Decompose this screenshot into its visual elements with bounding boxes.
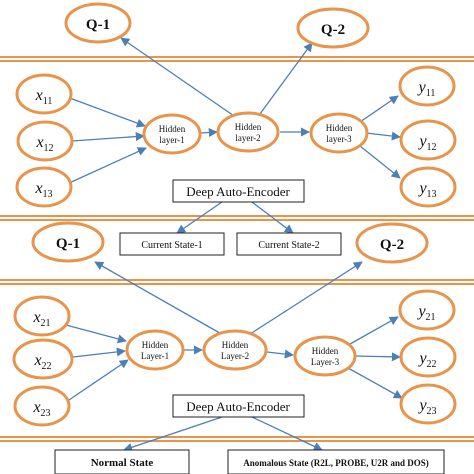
arrow-x23-h1 <box>65 359 129 403</box>
q2-node <box>296 7 370 49</box>
hidden-layer-1-line1: Hidden <box>159 124 186 134</box>
hidden-layer-3-node <box>309 112 369 154</box>
normal-state-box <box>54 449 190 474</box>
encoder-label-1: Deep Auto-Encoder <box>186 184 290 199</box>
q2-label: Q-2 <box>321 22 345 38</box>
arrow-x12-h1 <box>71 132 145 142</box>
output-node-y11 <box>398 65 456 107</box>
arrow-h3-y13 <box>359 145 401 179</box>
output-label-y12: y12 <box>417 133 436 153</box>
output-label-y22: y22 <box>417 350 436 370</box>
output-node-y22 <box>399 336 457 378</box>
input-node-x23 <box>13 385 71 427</box>
input-node-x12 <box>16 120 74 162</box>
arrow-x22-h1 <box>72 347 126 358</box>
encoder-box-2 <box>172 394 305 418</box>
arrow-h2-q1-s2 <box>94 261 226 337</box>
hidden-layer-2-line1: Hidden <box>235 122 262 132</box>
arrow-h2-h3-s2 <box>266 349 294 359</box>
input-label-x22: x22 <box>33 352 51 372</box>
output-node-y23 <box>399 383 457 425</box>
arrow-x11-h1 <box>66 96 146 128</box>
input-node-x22 <box>12 338 74 380</box>
input-node-x13 <box>15 166 73 208</box>
hidden-layer-1-line2: layer-1 <box>159 135 184 145</box>
hidden-layer-3-line1-s2: Hidden <box>312 346 339 356</box>
current-state-2-box <box>236 232 342 256</box>
hidden-layer-3-line1: Hidden <box>326 123 353 133</box>
anomalous-state-label: Anomalous State (R2L, PROBE, U2R and DOS… <box>243 458 429 468</box>
input-label-x23: x23 <box>32 399 50 419</box>
arrow-enc-normal <box>123 416 223 452</box>
output-label-y23: y23 <box>417 397 436 417</box>
output-label-y21: y21 <box>416 303 435 323</box>
q1-node <box>64 2 132 44</box>
arrow-h3-y11 <box>359 95 399 123</box>
arrow-x13-h1 <box>66 147 147 185</box>
input-label-x12: x12 <box>35 134 53 154</box>
arrow-enc-anomalous <box>251 416 323 451</box>
arrow-h3-y12 <box>365 131 401 141</box>
input-label-x13: x13 <box>34 180 52 200</box>
current-state-1-label: Current State-1 <box>141 240 202 251</box>
arrow-x21-h1 <box>65 324 127 344</box>
normal-state-label: Normal State <box>91 457 154 469</box>
current-state-1-box <box>119 232 225 256</box>
output-node-y21 <box>398 289 456 331</box>
hidden-layer-3-line2-s2: Layer-3 <box>311 357 340 367</box>
q1-label-s2: Q-1 <box>56 236 80 252</box>
input-label-x11: x11 <box>35 87 53 107</box>
input-node-x21 <box>13 295 71 337</box>
section-2: Q-1 Q-2 x21 x22 x23 Hidden Layer-1 Hidde… <box>12 221 457 474</box>
arrow-h2-q2 <box>256 42 313 119</box>
arrow-enc-state1 <box>176 201 223 234</box>
output-node-y13 <box>399 166 457 208</box>
current-state-2-label: Current State-2 <box>258 240 319 251</box>
q2-label-s2: Q-2 <box>380 237 404 253</box>
hidden-layer-2-node-s2 <box>202 329 268 371</box>
output-label-y13: y13 <box>417 180 436 200</box>
output-node-y12 <box>399 119 457 161</box>
encoder-box-1 <box>172 179 305 203</box>
hidden-layer-2-line2-s2: Layer-2 <box>221 351 249 361</box>
encoder-label-2: Deep Auto-Encoder <box>186 399 290 414</box>
output-label-y11: y11 <box>417 79 436 99</box>
input-node-x11 <box>15 73 73 115</box>
hidden-layer-2-line1-s2: Hidden <box>222 340 249 350</box>
hidden-layer-1-node <box>142 113 202 155</box>
hidden-layer-3-node-s2 <box>293 335 357 377</box>
anomalous-state-box <box>227 449 445 474</box>
arrow-h2-q2-s2 <box>246 261 363 337</box>
section-1: Q-1 Q-2 x11 x12 x13 Hidden layer-1 Hidde… <box>15 2 457 256</box>
arrow-h3-y23 <box>347 367 403 399</box>
arrow-enc-state2 <box>251 201 294 234</box>
arrow-h3-y22 <box>354 352 401 362</box>
hidden-layer-2-node <box>216 111 280 153</box>
input-label-x21: x21 <box>32 309 50 329</box>
arrow-h2-q1 <box>120 37 238 119</box>
hidden-layer-1-node-s2 <box>125 329 185 371</box>
arrow-h1-h2 <box>199 127 218 138</box>
hidden-layer-3-line2: layer-3 <box>326 134 352 144</box>
arrow-h3-y21 <box>349 316 399 345</box>
hidden-layer-2-line2: layer-2 <box>235 133 260 143</box>
q1-label: Q-1 <box>86 17 110 33</box>
hidden-layer-1-line1-s2: Hidden <box>142 340 169 350</box>
q1-node-s2 <box>31 221 105 263</box>
q2-node-s2 <box>355 222 429 264</box>
hidden-layer-1-line2-s2: Layer-1 <box>141 351 169 361</box>
